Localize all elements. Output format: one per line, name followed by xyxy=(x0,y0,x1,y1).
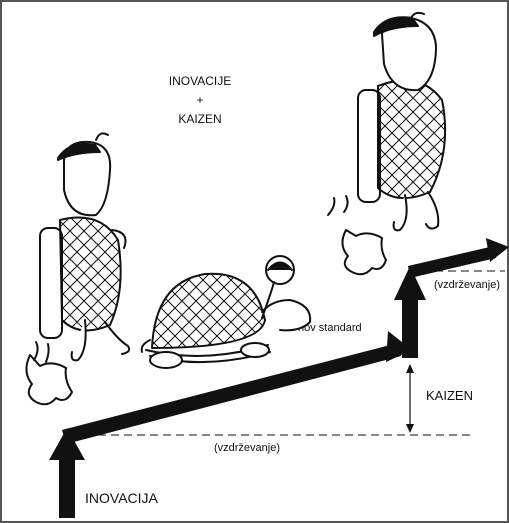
title-line-3: KAIZEN xyxy=(178,112,221,126)
title-line-1: INOVACIJE xyxy=(169,74,231,88)
kaizen-label: KAIZEN xyxy=(426,388,473,403)
maintenance-label-lower: (vzdrževanje) xyxy=(214,442,280,454)
innovation-label: INOVACIJA xyxy=(85,490,159,506)
maintenance-label-upper: (vzdrževanje) xyxy=(434,279,500,291)
title-line-2: + xyxy=(196,93,203,107)
